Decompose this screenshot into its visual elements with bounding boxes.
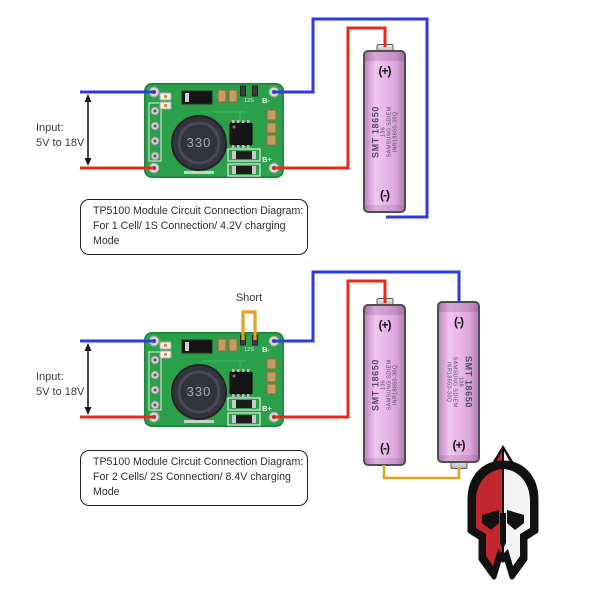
battery-print-brand: SAMSUNG SDIEM — [386, 359, 392, 411]
input-label-line2: 5V to 18V — [36, 386, 85, 398]
led-components — [159, 341, 172, 359]
tp5100-module-1: 12S B- 330 B+ — [144, 83, 284, 178]
battery-print-model: INR18650-30Q — [392, 364, 398, 406]
header-silkscreen — [148, 351, 162, 411]
tp5100-module-2: 12S B- 330 B+ — [144, 332, 284, 427]
input-label-line2: 5V to 18V — [36, 137, 85, 149]
sense-resistor-2 — [227, 163, 261, 177]
power-diode — [181, 339, 213, 354]
pcb-trace — [202, 360, 246, 362]
battery-1-positive-label: (+) — [378, 64, 392, 78]
input-range-arrow-1 — [84, 94, 92, 166]
corner-hole-bplus — [268, 411, 280, 423]
battery-2: (+) SMT 18650 136 SAMSUNG SDIEM INR18650… — [363, 298, 406, 466]
corner-hole-bminus — [268, 335, 280, 347]
battery-1-negative-label: (-) — [380, 188, 390, 202]
spartan-helmet-logo — [467, 445, 539, 580]
corner-hole-input-positive — [148, 411, 160, 423]
input-label-line1: Input: — [36, 371, 64, 383]
corner-hole-input-positive — [148, 162, 160, 174]
helmet-left-eye — [482, 510, 499, 530]
short-jumper-label: Short — [235, 292, 263, 304]
corner-hole-bminus — [268, 86, 280, 98]
set-jumper-pads — [240, 85, 258, 97]
corner-hole-bplus — [268, 162, 280, 174]
pcb-trace — [239, 111, 241, 125]
battery-print-brand: SAMSUNG SDIEM — [386, 106, 392, 157]
pcb-trace — [202, 111, 246, 113]
battery-print-model: INR18650-30Q — [445, 361, 451, 403]
inductor-value-label: 330 — [187, 135, 212, 150]
input-voltage-label-1: Input: 5V to 18V — [36, 121, 84, 151]
header-holes — [150, 355, 160, 410]
battery-3-body: (-) SMT 18650 136 SAMSUNG SDIEM INR18650… — [437, 301, 480, 463]
sense-resistor-1 — [227, 148, 261, 162]
battery-1-print: SMT 18650 136 SAMSUNG SDIEM INR18650-30Q — [370, 67, 398, 197]
set-pads-silkscreen: 12S — [244, 347, 254, 353]
battery-1-body: (+) SMT 18650 136 SAMSUNG SDIEM INR18650… — [363, 50, 406, 213]
battery-3-positive-label: (+) — [452, 438, 466, 452]
input-label-line1: Input: — [36, 122, 64, 134]
battery-print-code: 136 — [457, 376, 463, 388]
sense-resistor-1 — [227, 397, 261, 411]
caption-box-1s: TP5100 Module Circuit Connection Diagram… — [80, 199, 308, 255]
led-components — [159, 92, 172, 110]
battery-print-model: INR18650-30Q — [392, 111, 398, 152]
sense-resistor-2 — [227, 412, 261, 426]
corner-hole-input-negative — [148, 335, 160, 347]
bplus-silkscreen: B+ — [262, 404, 272, 413]
inductor-value-label: 330 — [187, 384, 212, 399]
header-holes — [150, 106, 160, 161]
capacitors — [217, 89, 277, 146]
battery-1: (+) SMT 18650 136 SAMSUNG SDIEM INR18650… — [363, 44, 406, 213]
battery-2-print: SMT 18650 136 SAMSUNG SDIEM INR18650-30Q — [370, 320, 398, 450]
bminus-silkscreen: B- — [262, 96, 270, 105]
header-silkscreen — [148, 102, 162, 162]
battery-2-body: (+) SMT 18650 136 SAMSUNG SDIEM INR18650… — [363, 304, 406, 466]
inductor — [171, 115, 227, 171]
corner-hole-input-negative — [148, 86, 160, 98]
battery-3-negative-label: (-) — [454, 315, 464, 329]
silkscreen-strip — [184, 171, 214, 174]
caption-2s-line2: For 2 Cells/ 2S Connection/ 8.4V chargin… — [93, 471, 291, 498]
caption-box-2s: TP5100 Module Circuit Connection Diagram… — [80, 450, 308, 506]
tp5100-chip — [229, 120, 253, 148]
battery-2-positive-label: (+) — [378, 318, 392, 332]
battery-print-big: SMT 18650 — [370, 359, 380, 411]
battery-2-negative-label: (-) — [380, 441, 390, 455]
helmet-right-eye — [507, 510, 524, 530]
battery-print-code: 136 — [380, 379, 386, 391]
tp5100-chip — [229, 369, 253, 397]
pcb-trace — [239, 360, 241, 374]
set-pads-silkscreen: 12S — [244, 98, 254, 104]
caption-1s-line2: For 1 Cell/ 1S Connection/ 4.2V charging… — [93, 220, 286, 247]
bplus-silkscreen: B+ — [262, 155, 272, 164]
silkscreen-strip — [184, 420, 214, 423]
helmet-nose-guard — [500, 513, 506, 549]
caption-1s-line1: TP5100 Module Circuit Connection Diagram… — [93, 205, 304, 217]
bminus-silkscreen: B- — [262, 345, 270, 354]
input-range-arrow-2 — [84, 343, 92, 415]
battery-3-print: SMT 18650 136 SAMSUNG SDIEM INR18650-30Q — [445, 317, 473, 447]
inductor — [171, 364, 227, 420]
caption-2s-line1: TP5100 Module Circuit Connection Diagram… — [93, 456, 304, 468]
battery-print-brand: SAMSUNG SDIEM — [451, 356, 457, 408]
power-diode — [181, 90, 213, 105]
battery-print-big: SMT 18650 — [370, 105, 380, 158]
capacitors — [217, 338, 277, 395]
battery-print-big: SMT 18650 — [463, 356, 473, 408]
input-voltage-label-2: Input: 5V to 18V — [36, 370, 84, 400]
battery-print-code: 136 — [380, 126, 386, 137]
